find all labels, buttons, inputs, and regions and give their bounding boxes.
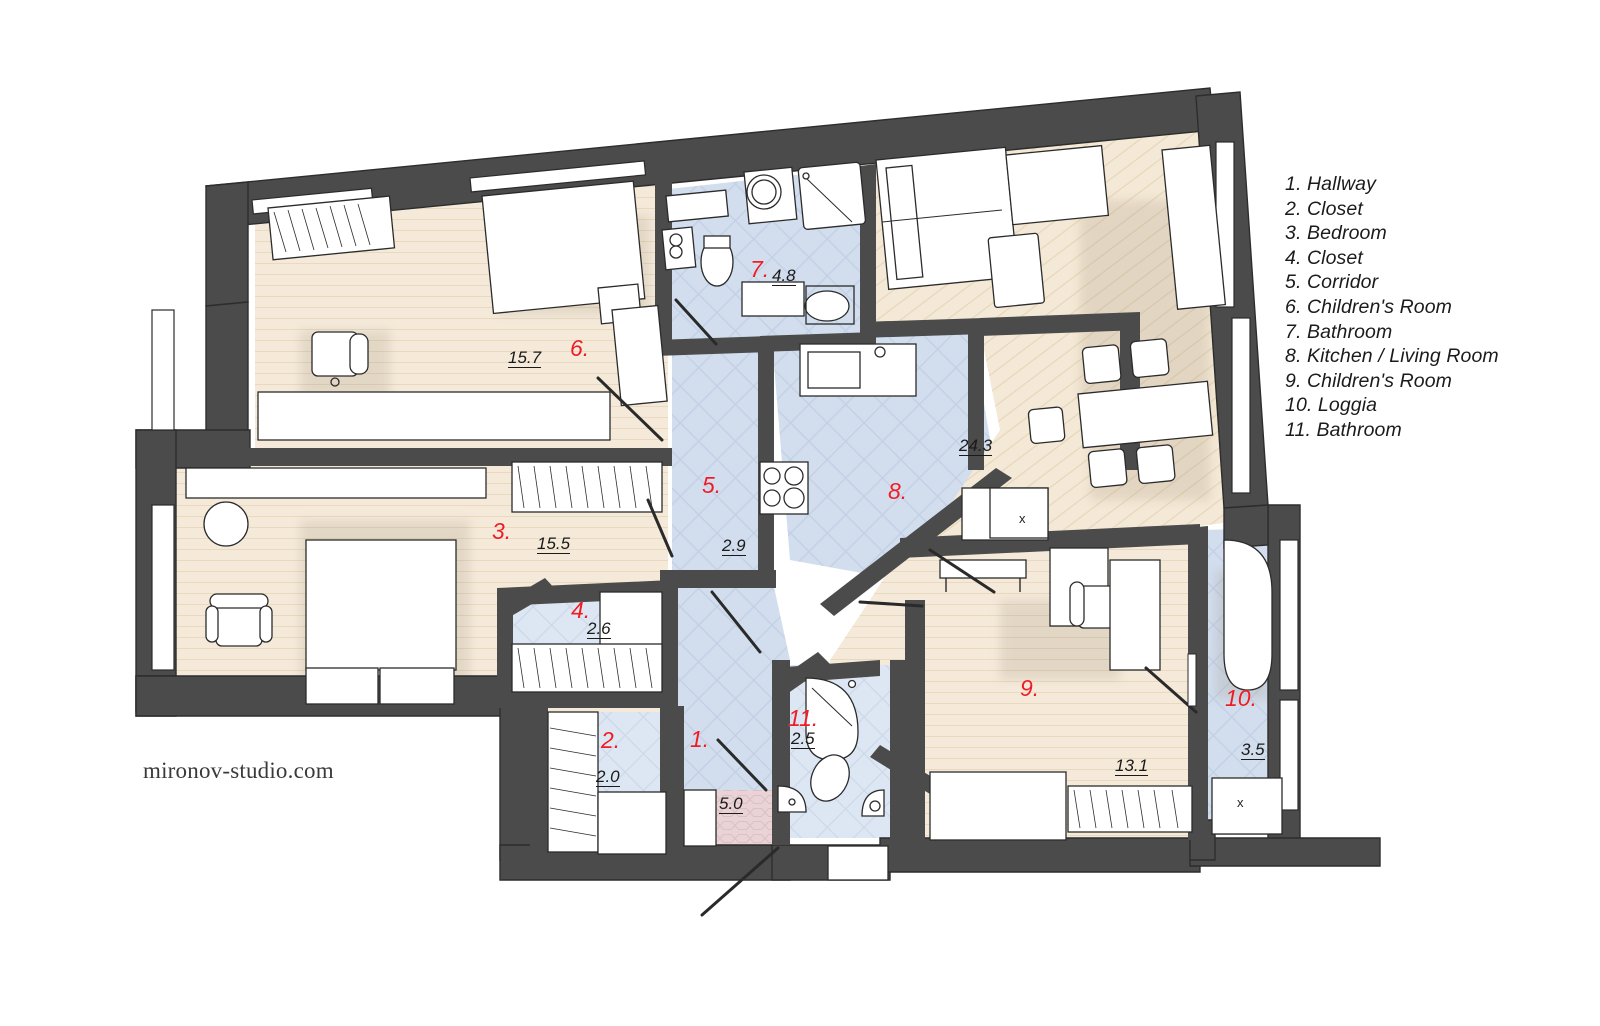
door-swings [596, 298, 1198, 917]
room3-bed [305, 539, 457, 671]
room-area-10: 3.5 [1241, 740, 1265, 760]
door-leaves [1187, 653, 1197, 707]
room9-bench [939, 559, 1027, 592]
room-number-2: 2. [601, 727, 621, 753]
room6-desk [257, 391, 611, 441]
room-area-4: 2.6 [587, 619, 611, 639]
room9-bed [929, 771, 1067, 841]
room-area-9: 13.1 [1115, 756, 1149, 776]
room6-wardrobe [267, 195, 396, 261]
room-number-4: 4. [571, 597, 591, 623]
legend-item-9: 9. Children's Room [1285, 369, 1453, 392]
room-area-3: 15.5 [537, 534, 571, 554]
legend-item-8: 8. Kitchen / Living Room [1285, 345, 1499, 368]
legend-item-10: 10. Loggia [1285, 394, 1378, 417]
room3-bench-right [379, 667, 455, 705]
bath7-cistern [703, 235, 731, 249]
room-area-7: 4.8 [772, 266, 796, 286]
bath11-lower [827, 845, 889, 881]
cabinet-x-mark-2: x [1237, 795, 1244, 810]
room3-bench-left [305, 667, 379, 705]
windows [151, 141, 1299, 811]
room6-shelf [611, 304, 668, 407]
room6-desk-chair [311, 331, 369, 387]
room-number-11: 11. [788, 705, 819, 731]
dining-chairs [1027, 338, 1176, 489]
living-sofa [875, 146, 1019, 291]
legend-item-5: 5. Corridor [1285, 271, 1379, 294]
room6-bed [481, 180, 646, 315]
hall-cabinet [683, 789, 717, 847]
room-number-5: 5. [702, 472, 722, 498]
room-number-1: 1. [690, 726, 710, 752]
room-area-8: 24.3 [959, 436, 993, 456]
legend-item-1: 1. Hallway [1285, 173, 1376, 195]
room-area-11: 2.5 [791, 729, 815, 749]
room2-shelving [547, 711, 599, 853]
watermark: mironov-studio.com [143, 758, 334, 783]
legend-item-6: 6. Children's Room [1285, 295, 1453, 318]
room3-console [185, 467, 487, 499]
bath11-knob [869, 800, 881, 812]
room-area-1: 5.0 [719, 794, 743, 814]
room-number-9: 9. [1020, 675, 1040, 701]
legend-item-3: 3. Bedroom [1285, 222, 1387, 245]
living-coffee-table [987, 232, 1045, 309]
legend-item-2: 2. Closet [1285, 197, 1363, 220]
legend-item-11: 11. Bathroom [1285, 418, 1402, 441]
bath7-counter [665, 189, 729, 223]
room-area-2: 2.0 [596, 767, 620, 787]
kitchen-faucet [874, 346, 886, 358]
loggia-bathtub [1223, 539, 1273, 691]
bath11-tap [788, 798, 796, 806]
room-number-6: 6. [570, 335, 590, 361]
furniture [185, 144, 1283, 881]
room9-cab-x [989, 487, 1049, 539]
kitchen-hob [759, 461, 809, 515]
room-number-3: 3. [492, 518, 512, 544]
room-number-8: 8. [888, 478, 908, 504]
room-number-7: 7. [750, 256, 770, 282]
bath7-sink-counter [805, 285, 855, 325]
room-area-6: 15.7 [508, 348, 542, 368]
cabinet-x-mark-1: x [1019, 511, 1026, 526]
bath7-knob2 [669, 245, 683, 259]
living-tv-unit [1161, 144, 1227, 310]
living-sofa-2 [1005, 144, 1110, 226]
room4-hanging [511, 643, 663, 693]
bath11-shower [805, 677, 859, 761]
bath7-sink [804, 290, 850, 322]
bath7-knob1 [669, 233, 683, 247]
room-area-5: 2.9 [722, 536, 746, 556]
legend-item-4: 4. Closet [1285, 246, 1363, 269]
kitchen-sink [807, 351, 861, 389]
room9-wardrobe [1067, 785, 1193, 833]
room3-armchair [205, 593, 273, 647]
room2-box [597, 791, 667, 855]
room-number-10: 10. [1225, 685, 1257, 711]
room3-wardrobe [511, 461, 663, 513]
legend-item-7: 7. Bathroom [1285, 320, 1393, 343]
dining-table [1077, 380, 1214, 449]
bath7-washer [743, 166, 798, 225]
loggia-cabinet [1211, 777, 1283, 835]
bath7-shower [797, 161, 867, 230]
room9-desk [1109, 559, 1161, 671]
interior-walls [248, 164, 1208, 858]
bath11-toilet [810, 754, 850, 802]
bath7-vanity [741, 281, 805, 317]
room3-round-table [203, 501, 249, 547]
